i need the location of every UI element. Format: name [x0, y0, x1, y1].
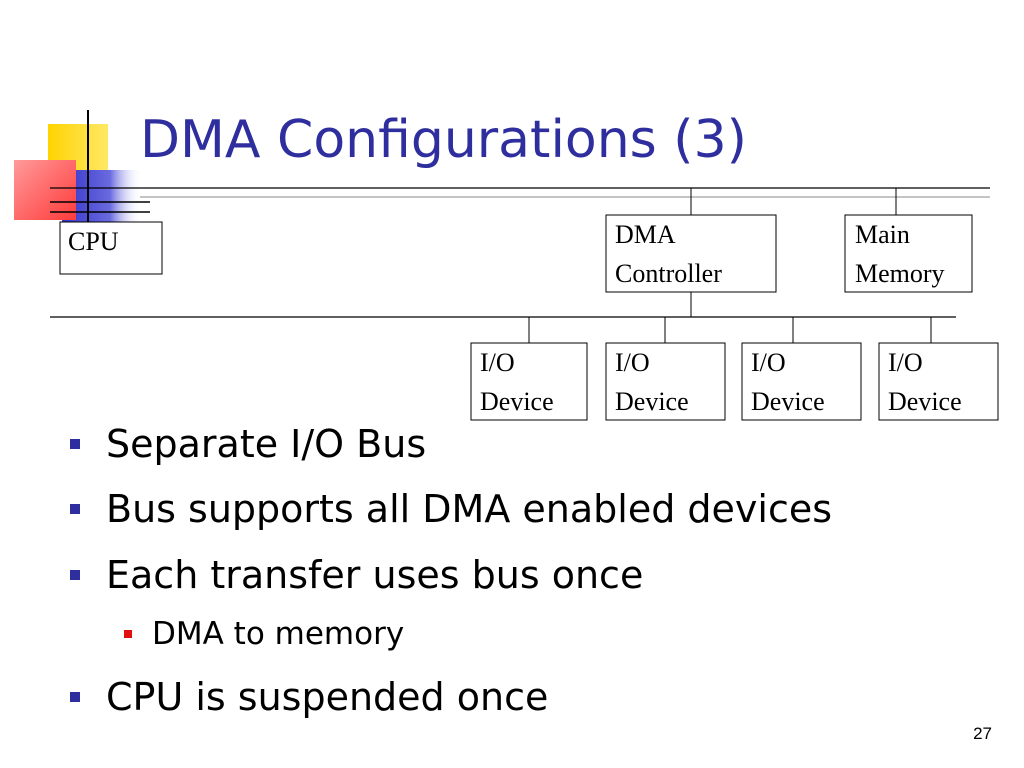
bullet-square-icon	[70, 570, 80, 580]
bullet-item-2: Bus supports all DMA enabled devices	[70, 487, 832, 531]
main-memory-box	[844, 214, 973, 293]
sub-bullet-square-icon	[124, 630, 132, 638]
deco-red-square	[14, 160, 76, 220]
io-device-3-label-line1: I/O	[751, 348, 786, 377]
sub-bullet-item-1: DMA to memory	[124, 616, 404, 652]
main-memory-label-line1: Main	[855, 220, 910, 249]
io-device-1-box	[470, 342, 588, 421]
bullet-item-4: CPU is suspended once	[70, 675, 548, 719]
io-device-1-label-line1: I/O	[480, 348, 515, 377]
cpu-box	[59, 221, 163, 275]
io-device-3-label-line2: Device	[751, 387, 825, 416]
decorative-corner-graphic	[14, 110, 150, 228]
bullet-text: Separate I/O Bus	[106, 422, 427, 466]
io-device-4-box	[878, 342, 999, 421]
io-device-4-label-line2: Device	[888, 387, 962, 416]
bullet-item-1: Separate I/O Bus	[70, 422, 426, 466]
bullet-text: Bus supports all DMA enabled devices	[106, 487, 833, 531]
main-memory-label-line2: Memory	[855, 259, 945, 288]
dma-controller-box	[605, 214, 777, 293]
cpu-label: CPU	[68, 227, 119, 256]
bullet-square-icon	[70, 692, 80, 702]
sub-bullet-text: DMA to memory	[152, 616, 405, 652]
slide-title: DMA Configurations (3)	[140, 110, 747, 170]
bullet-square-icon	[70, 439, 80, 449]
io-device-2-box	[605, 342, 726, 421]
dma-controller-label-line1: DMA	[615, 220, 676, 249]
io-device-2-label-line1: I/O	[615, 348, 650, 377]
page-number: 27	[973, 724, 992, 743]
io-device-1-label-line2: Device	[480, 387, 554, 416]
bullet-square-icon	[70, 504, 80, 514]
bullet-text: Each transfer uses bus once	[106, 553, 644, 597]
bullet-text: CPU is suspended once	[106, 675, 549, 719]
io-device-4-label-line1: I/O	[888, 348, 923, 377]
dma-controller-label-line2: Controller	[615, 259, 722, 288]
io-device-3-box	[741, 342, 862, 421]
io-device-2-label-line2: Device	[615, 387, 689, 416]
dma-bus-diagram	[50, 187, 999, 421]
bullet-item-3: Each transfer uses bus once	[70, 553, 643, 597]
